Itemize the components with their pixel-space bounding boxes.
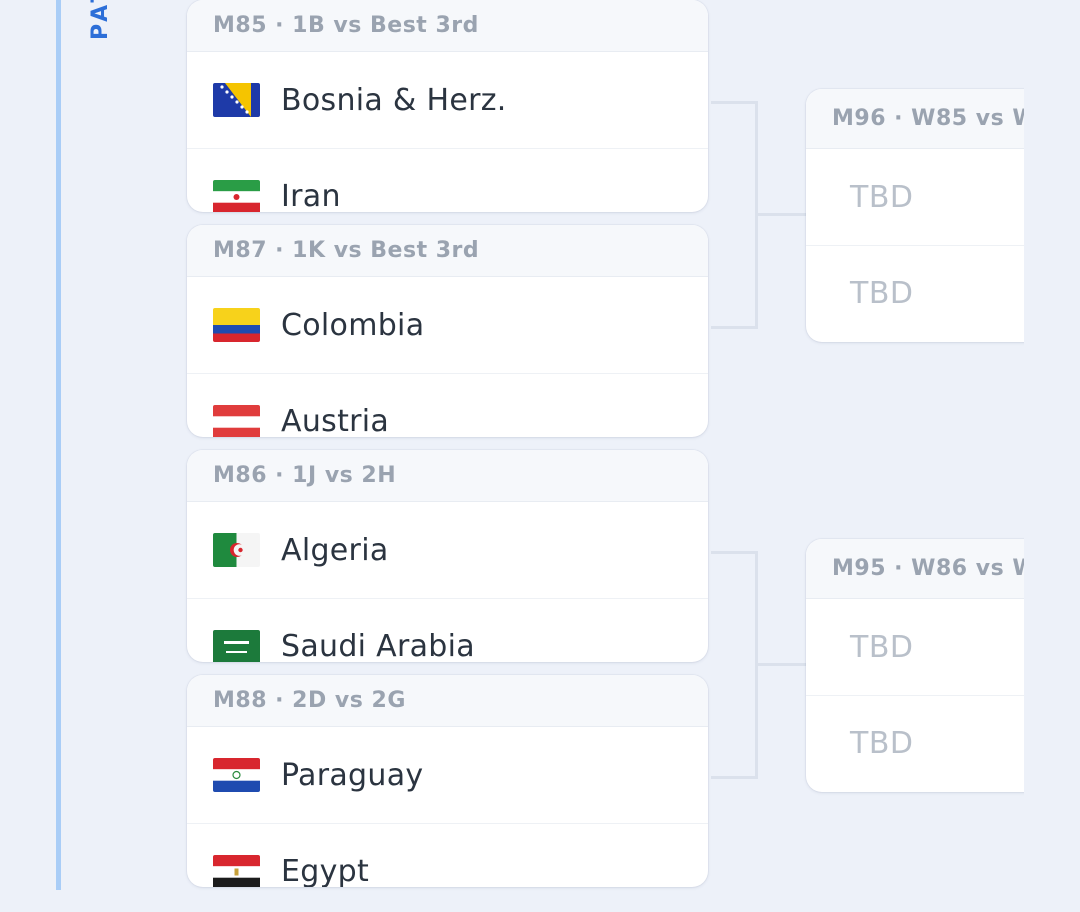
tbd-label: TBD (850, 276, 914, 311)
match-header: M95 · W86 vs W88 (806, 539, 1024, 599)
colombia-flag-icon (213, 308, 260, 342)
tbd-label: TBD (850, 179, 914, 215)
team-row[interactable]: Paraguay (187, 727, 708, 823)
match-card-m88[interactable]: M88 · 2D vs 2G Paraguay Egypt (187, 675, 708, 887)
match-card-m96[interactable]: M96 · W85 vs W87 TBD TBD (806, 89, 1024, 342)
bosnia-flag-icon (213, 83, 260, 117)
team-name: Egypt (281, 854, 370, 887)
tbd-label: TBD (850, 726, 914, 761)
match-header: M87 · 1K vs Best 3rd (187, 225, 708, 277)
team-row[interactable]: Austria (187, 373, 708, 437)
team-row[interactable]: Saudi Arabia (187, 598, 708, 662)
match-header: M86 · 1J vs 2H (187, 450, 708, 502)
match-card-m87[interactable]: M87 · 1K vs Best 3rd Colombia Austria (187, 225, 708, 437)
bracket-stage: M85 · 1B vs Best 3rd Bosnia & Herz. Iran… (187, 0, 1024, 887)
bracket-connector-to-m95 (758, 663, 806, 666)
team-name: Austria (281, 404, 390, 437)
tbd-label: TBD (850, 629, 914, 665)
match-header: M88 · 2D vs 2G (187, 675, 708, 727)
austria-flag-icon (213, 404, 260, 437)
team-row-tbd[interactable]: TBD (806, 149, 1024, 245)
team-row-tbd[interactable]: TBD (806, 599, 1024, 695)
match-header: M85 · 1B vs Best 3rd (187, 0, 708, 52)
algeria-flag-icon (213, 533, 260, 567)
team-row[interactable]: Colombia (187, 277, 708, 373)
match-header: M96 · W85 vs W87 (806, 89, 1024, 149)
egypt-flag-icon (213, 854, 260, 887)
team-row[interactable]: Algeria (187, 502, 708, 598)
team-name: Paraguay (281, 757, 424, 793)
team-name: Bosnia & Herz. (281, 82, 507, 118)
iran-flag-icon (213, 179, 260, 212)
paraguay-flag-icon (213, 758, 260, 792)
match-card-m85[interactable]: M85 · 1B vs Best 3rd Bosnia & Herz. Iran (187, 0, 708, 212)
bracket-connector-m85-m87 (711, 101, 758, 329)
team-row[interactable]: Iran (187, 148, 708, 212)
match-card-m86[interactable]: M86 · 1J vs 2H Algeria Saudi Arabia (187, 450, 708, 662)
bracket-connector-to-m96 (758, 213, 806, 216)
team-name: Algeria (281, 532, 389, 568)
team-name: Saudi Arabia (281, 629, 475, 662)
saudi-arabia-flag-icon (213, 629, 260, 662)
team-name: Colombia (281, 307, 425, 343)
team-row[interactable]: Bosnia & Herz. (187, 52, 708, 148)
team-name: Iran (281, 179, 341, 212)
team-row[interactable]: Egypt (187, 823, 708, 887)
team-row-tbd[interactable]: TBD (806, 695, 1024, 791)
bracket-connector-m86-m88 (711, 551, 758, 779)
team-row-tbd[interactable]: TBD (806, 245, 1024, 341)
path-divider-line (56, 0, 61, 890)
match-card-m95[interactable]: M95 · W86 vs W88 TBD TBD (806, 539, 1024, 792)
